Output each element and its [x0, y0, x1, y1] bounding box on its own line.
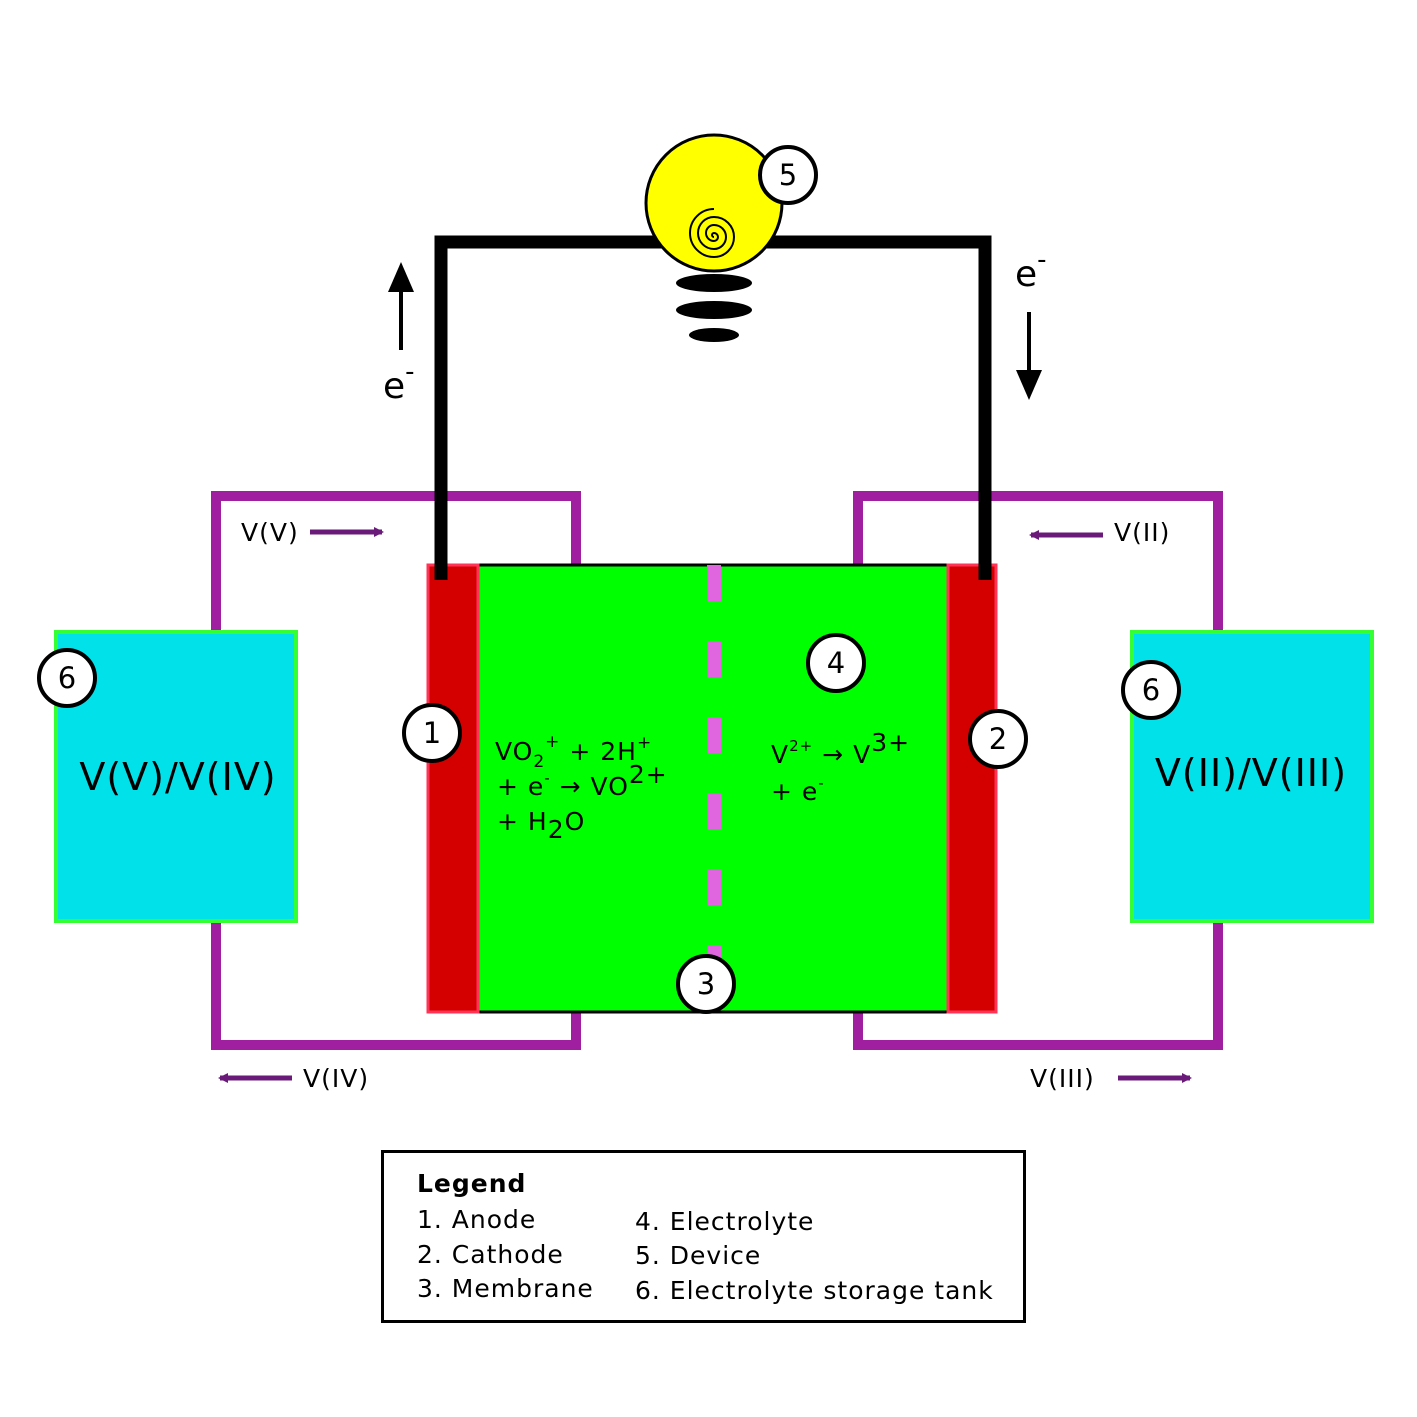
left-circulation-loop-top	[211, 491, 581, 631]
electron-right-charge: -	[1037, 245, 1046, 275]
bulb-base-ring-2	[676, 301, 752, 319]
electron-label-right: e-	[1015, 245, 1047, 295]
legend-title: Legend	[417, 1169, 527, 1198]
legend-item-device: 5. Device	[635, 1241, 762, 1270]
right-circulation-loop-top	[853, 491, 1223, 631]
marker-device: 5	[758, 145, 818, 205]
legend-item-anode: 1. Anode	[417, 1205, 537, 1234]
external-circuit-wire	[434, 235, 992, 580]
anode-reaction-line-2: + e- → VO2+	[497, 760, 668, 801]
right-circulation-loop-bottom	[853, 922, 1223, 1050]
right-tank-label: V(II)/V(III)	[1155, 751, 1347, 795]
anode-reaction-line-3: + H2O	[497, 807, 585, 844]
marker-electrolyte: 4	[806, 633, 866, 693]
left-tank-label: V(V)/V(IV)	[79, 755, 276, 799]
legend-item-storage-tank: 6. Electrolyte storage tank	[635, 1276, 994, 1305]
legend-item-electrolyte: 4. Electrolyte	[635, 1207, 815, 1236]
filament-spiral-icon	[689, 208, 735, 259]
flow-label-bottom-right: V(III)	[1030, 1064, 1095, 1093]
bulb-glass	[644, 133, 784, 273]
svg-text:2: 2	[989, 722, 1007, 756]
light-bulb-device	[644, 133, 784, 342]
flow-label-top-right: V(II)	[1114, 518, 1170, 547]
svg-text:3: 3	[697, 967, 715, 1001]
left-circulation-loop-bottom	[211, 922, 581, 1050]
marker-cathode: 2	[968, 709, 1028, 769]
legend-item-cathode: 2. Cathode	[417, 1240, 564, 1269]
legend-item-membrane: 3. Membrane	[417, 1274, 594, 1303]
electron-right-symbol: e	[1015, 254, 1037, 295]
marker-tank-left: 6	[37, 648, 97, 708]
anode-reaction-line-1: VO2+ + 2H+	[495, 732, 652, 772]
marker-tank-right: 6	[1121, 660, 1181, 720]
svg-text:6: 6	[58, 661, 76, 695]
cathode-reaction-line-2: + e-	[771, 774, 825, 806]
electron-arrow-down-icon	[1016, 370, 1042, 400]
legend: Legend 1. Anode 2. Cathode 3. Membrane 4…	[381, 1150, 1026, 1323]
electron-label-left: e-	[383, 357, 415, 407]
electron-left-charge: -	[405, 357, 414, 387]
cathode-reaction-line-1: V2+ → V3+	[771, 728, 910, 769]
flow-label-top-left: V(V)	[241, 518, 299, 547]
electron-arrow-up-icon	[388, 262, 414, 292]
svg-text:5: 5	[779, 158, 797, 192]
marker-anode: 1	[402, 703, 462, 763]
electron-left-symbol: e	[383, 366, 405, 407]
flow-label-bottom-left: V(IV)	[303, 1064, 369, 1093]
svg-text:1: 1	[423, 716, 441, 750]
marker-membrane: 3	[676, 954, 736, 1014]
bulb-base-ring-1	[676, 274, 752, 292]
cathode-electrode	[946, 563, 998, 1014]
anode-electrode	[426, 563, 480, 1014]
svg-text:6: 6	[1142, 673, 1160, 707]
bulb-base-ring-3	[689, 328, 739, 342]
svg-text:4: 4	[827, 646, 845, 680]
